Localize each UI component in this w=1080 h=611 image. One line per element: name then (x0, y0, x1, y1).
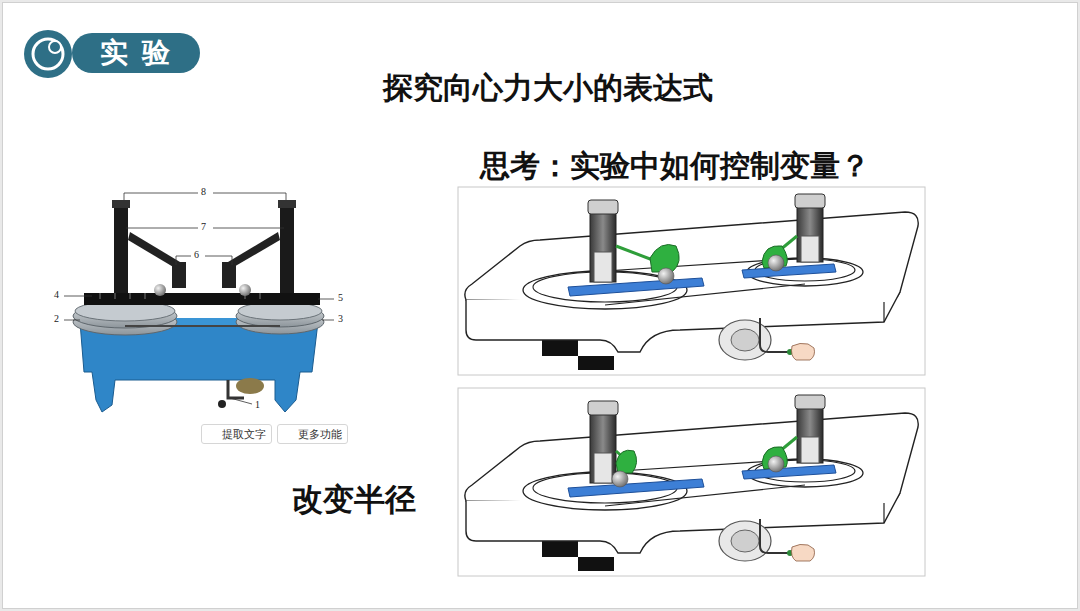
apparatus-top (465, 194, 918, 370)
question-text: 思考：实验中如何控制变量？ (480, 146, 870, 187)
node-text: 实 验 (100, 34, 172, 72)
caption-text: 改变半径 (292, 479, 416, 521)
callout-number: 8 (201, 186, 206, 197)
callout-number: 5 (338, 292, 343, 303)
tool-button: 更多功能 (277, 424, 348, 444)
section-badge: 实 验 (72, 33, 200, 73)
callout-number: 1 (255, 399, 260, 410)
apparatus-bottom (465, 395, 918, 571)
callout-number: 6 (194, 249, 199, 260)
callout-number: 3 (338, 313, 343, 324)
apparatus-photo (73, 200, 324, 412)
leader-lines (64, 193, 334, 404)
callout-number: 4 (54, 289, 59, 300)
node-text: 更多功能 (298, 427, 342, 442)
tool-button: 提取文字 (201, 424, 272, 444)
slide-title: 探究向心力大小的表达式 (383, 68, 713, 109)
callout-number: 7 (201, 221, 206, 232)
node-text: 提取文字 (222, 427, 266, 442)
callout-number: 2 (54, 313, 59, 324)
